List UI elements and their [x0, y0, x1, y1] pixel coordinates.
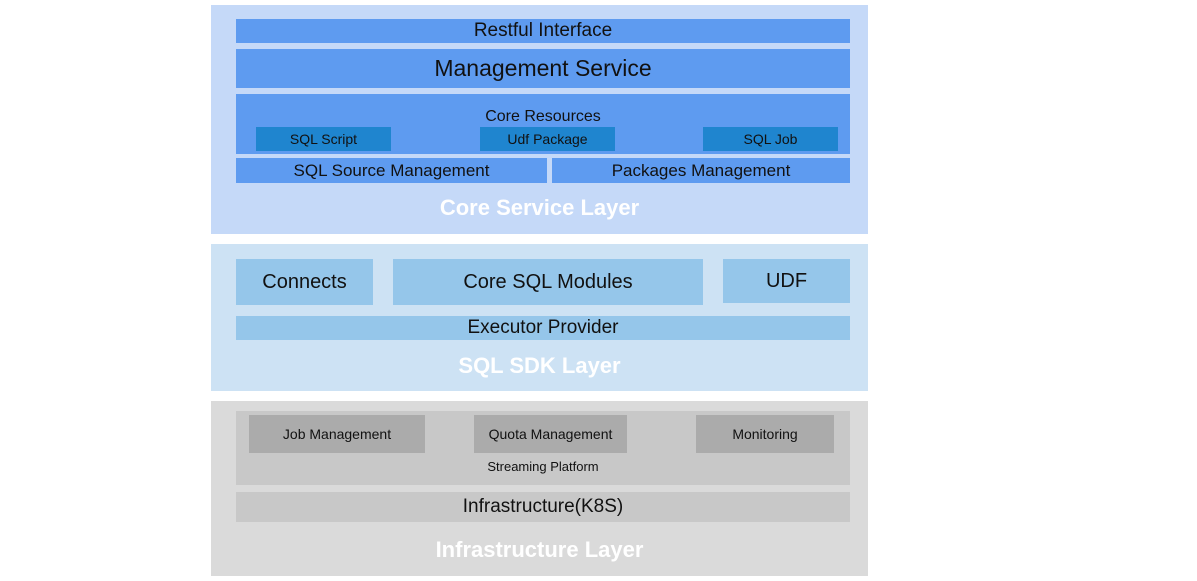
infrastructure-layer-title: Infrastructure Layer [435, 537, 644, 562]
sql-sdk-layer-title: SQL SDK Layer [458, 353, 621, 378]
sql-script-box: SQL Script [256, 127, 391, 151]
infrastructure-k8s-box: Infrastructure(K8S) [236, 492, 850, 522]
sql-job-box: SQL Job [703, 127, 838, 151]
sql-source-management-box: SQL Source Management [236, 158, 547, 183]
infrastructure-layer: Job Management Quota Management Monitori… [211, 401, 868, 576]
core-service-layer: Restful Interface Management Service Cor… [211, 5, 868, 234]
udf-box: UDF [723, 259, 850, 303]
quota-management-box: Quota Management [474, 415, 627, 453]
core-resources-box: Core Resources SQL Script Udf Package SQ… [236, 94, 850, 154]
core-sql-modules-box: Core SQL Modules [393, 259, 703, 305]
streaming-platform-label: Streaming Platform [487, 459, 599, 474]
core-resources-label: Core Resources [485, 108, 601, 125]
streaming-platform-box: Job Management Quota Management Monitori… [236, 411, 850, 485]
core-service-layer-title: Core Service Layer [439, 195, 640, 220]
job-management-box: Job Management [249, 415, 425, 453]
sql-sdk-layer: Connects Core SQL Modules UDF Executor P… [211, 244, 868, 391]
udf-package-box: Udf Package [480, 127, 615, 151]
monitoring-box: Monitoring [696, 415, 834, 453]
packages-management-box: Packages Management [552, 158, 850, 183]
connects-box: Connects [236, 259, 373, 305]
restful-interface-box: Restful Interface [236, 19, 850, 43]
executor-provider-box: Executor Provider [236, 316, 850, 340]
management-service-box: Management Service [236, 49, 850, 88]
